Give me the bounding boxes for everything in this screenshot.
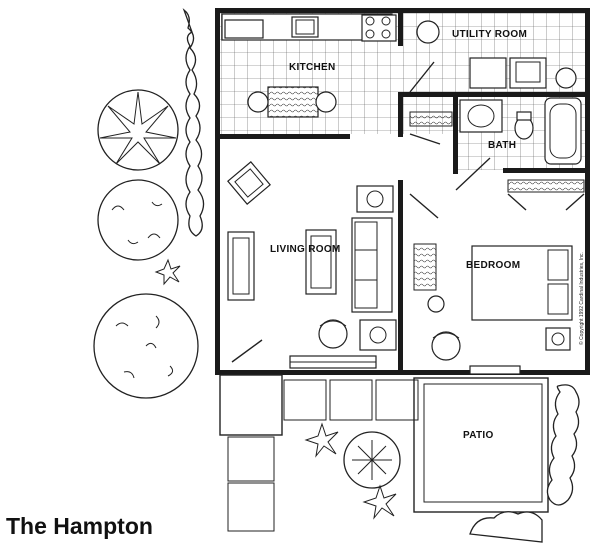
bath-fixtures (455, 97, 582, 191)
room-label-bedroom: BEDROOM (466, 260, 520, 271)
room-label-bath: BATH (488, 140, 516, 151)
room-label-living: LIVING ROOM (270, 244, 341, 255)
bedroom-closet (507, 179, 585, 211)
bedroom-furniture (409, 193, 573, 375)
copyright-notice: © Copyright 1992 Cardinal Industries, In… (578, 252, 585, 345)
room-label-kitchen: KITCHEN (289, 62, 336, 73)
hall-closet (409, 111, 453, 145)
plan-title: The Hampton (6, 513, 153, 539)
landscaping-left (93, 8, 205, 399)
utility-fixtures (409, 20, 577, 93)
interior-walls (220, 12, 585, 370)
landscaping-right (304, 384, 580, 543)
kitchen-fixtures (221, 13, 397, 118)
exterior-walls (215, 8, 590, 375)
patio (413, 377, 549, 513)
porch-walkway (219, 374, 419, 532)
living-furniture (227, 161, 397, 369)
room-label-utility: UTILITY ROOM (452, 29, 527, 40)
room-label-patio: PATIO (463, 430, 494, 441)
